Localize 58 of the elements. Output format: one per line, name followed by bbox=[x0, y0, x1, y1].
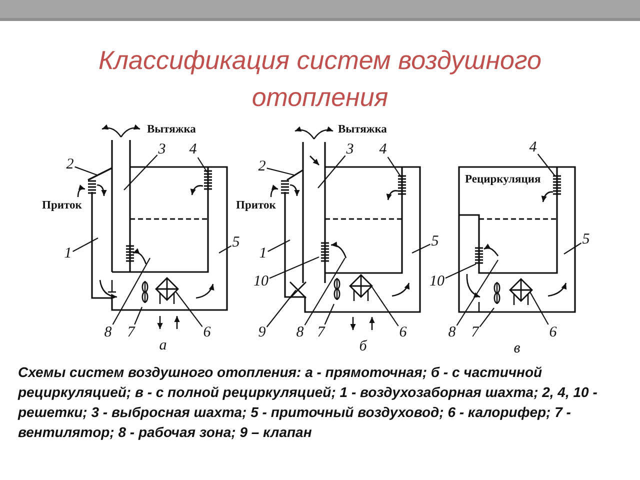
leader-line bbox=[72, 238, 98, 252]
leader-line bbox=[479, 308, 494, 328]
leader-line bbox=[266, 290, 296, 328]
leader-line bbox=[197, 157, 208, 172]
airflow-label: Приток bbox=[236, 200, 276, 212]
figure-caption: Схемы систем воздушного отопления: а - прямоточная; б - с частичной рециркуляцией; в - с полной рециркуляцией; 1 - воздухозаборная шахта; 2, 4, 10 - решетки; 3 - выбросная шахта; 5 - приточный воздуховод; 6 - калорифер; 7 - вентилятор; 8 - рабочая зона; 9 – клапан bbox=[18, 363, 598, 442]
leader-line bbox=[218, 245, 232, 254]
airflow-label: Вытяжка bbox=[338, 124, 387, 136]
panel-letter: в bbox=[514, 342, 520, 356]
slide-title: Классификация систем воздушного отопления bbox=[98, 44, 542, 114]
leader-line bbox=[266, 168, 294, 176]
leader-line bbox=[269, 256, 320, 279]
callout-number: 6 bbox=[203, 326, 211, 340]
callout-number: 10 bbox=[430, 274, 444, 290]
leader-line bbox=[456, 260, 498, 326]
leader-line bbox=[268, 240, 290, 252]
panel-letter: б bbox=[359, 340, 367, 354]
callout-number: 2 bbox=[66, 158, 74, 172]
callout-number: 7 bbox=[471, 326, 479, 340]
callout-number: 10 bbox=[254, 274, 268, 290]
leader-line bbox=[537, 154, 556, 176]
callout-number: 4 bbox=[379, 142, 387, 158]
leader-line bbox=[124, 154, 158, 190]
leader-line bbox=[530, 292, 549, 325]
leader-line bbox=[387, 156, 402, 178]
callout-number: 6 bbox=[399, 326, 407, 340]
leader-line bbox=[324, 304, 334, 325]
callout-number: 5 bbox=[582, 232, 590, 248]
leader-line bbox=[176, 292, 203, 328]
callout-number: 7 bbox=[317, 326, 325, 340]
callout-number: 3 bbox=[346, 142, 354, 158]
callout-number: 8 bbox=[104, 326, 112, 340]
callout-number: 8 bbox=[448, 326, 456, 340]
callout-number: 1 bbox=[64, 246, 72, 262]
callout-number: 3 bbox=[158, 142, 166, 158]
callout-number: 1 bbox=[259, 246, 267, 262]
leader-line bbox=[134, 306, 142, 325]
leader-line bbox=[304, 258, 346, 326]
callout-number: 8 bbox=[296, 326, 304, 340]
airflow-label: Приток bbox=[42, 200, 82, 212]
callout-number: 2 bbox=[258, 160, 266, 174]
callout-number: 7 bbox=[127, 326, 135, 340]
callout-number: 4 bbox=[189, 142, 197, 158]
leader-line bbox=[445, 264, 476, 279]
panel-letter: а bbox=[159, 338, 167, 354]
leader-line bbox=[564, 242, 582, 254]
callout-number: 4 bbox=[529, 140, 537, 156]
callout-number: 5 bbox=[232, 236, 240, 250]
leader-line bbox=[412, 244, 431, 254]
leader-line bbox=[318, 155, 346, 188]
leader-line bbox=[112, 258, 150, 325]
leader-line bbox=[74, 166, 98, 176]
airflow-label: Вытяжка bbox=[147, 124, 196, 136]
callout-number: 9 bbox=[258, 326, 266, 340]
airflow-label: Рециркуляция bbox=[465, 174, 541, 186]
callout-number: 6 bbox=[549, 326, 557, 340]
leader-line bbox=[372, 286, 399, 326]
callout-number: 5 bbox=[431, 234, 439, 250]
